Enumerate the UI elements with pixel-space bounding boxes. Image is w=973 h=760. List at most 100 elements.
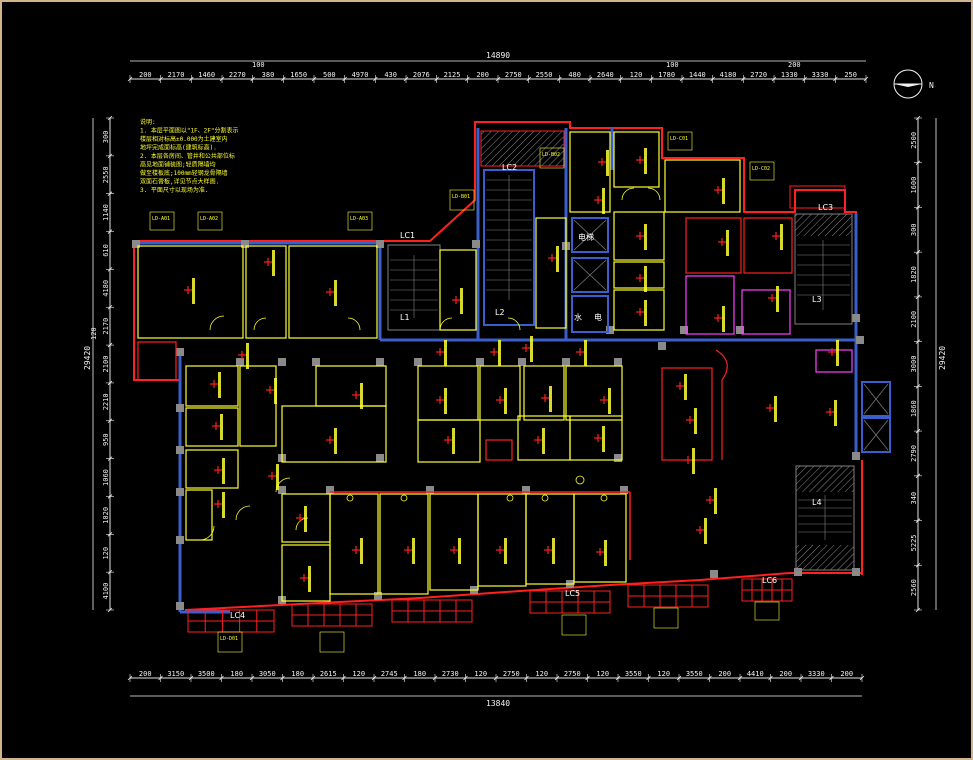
structural-walls [136,128,860,614]
tag-box: LD-A03 [347,211,373,231]
column [476,358,484,366]
room-marker-icon [490,340,501,366]
top-dimension: 1650 [290,71,307,79]
room-marker-icon [326,428,337,454]
room-marker-icon [826,400,837,426]
room-marker-icon [214,458,225,484]
room-marker-icon [706,488,717,514]
column [794,568,802,576]
bottom-dimension: 180 [291,670,304,678]
room-marker-icon [768,286,779,312]
water-label: 水 [574,312,582,322]
room-marker-icon [636,300,647,326]
stair-2-treads [390,255,438,318]
right-dimension: 2790 [910,445,918,462]
room-marker-icon [264,250,275,276]
room-marker-icon [352,538,363,564]
bottom-dimension: 3500 [198,670,215,678]
column [176,348,184,356]
top-dimension: 1460 [198,71,215,79]
right-dimension: 1820 [910,266,918,283]
bottom-dimension: 180 [230,670,243,678]
top-dimension: 250 [844,71,857,79]
north-compass-icon [893,69,923,99]
room-marker-icon [696,518,707,544]
overall-dimension-bottom: 13840 [486,699,510,708]
left-dimension: 2100 [102,356,110,373]
note-line: 说明: [140,118,156,126]
structural-columns [132,240,864,610]
tag-box [319,601,780,653]
stair-label-1: L1 [400,313,410,322]
top-dimension: 2640 [597,71,614,79]
bottom-dimension: 200 [840,670,853,678]
top-dimension: 500 [323,71,336,79]
column [614,358,622,366]
column [376,358,384,366]
dimension-chain-left: 3002550114061041802170210022109501060102… [102,115,114,613]
left-dimension: 120 [102,547,110,560]
bottom-dimension: 2750 [564,670,581,678]
column [176,488,184,496]
left-dimension: 610 [102,244,110,257]
room-tags: LD-A01 LD-A02 LD-A03 LD-B01 LD-B02 LD-C0… [149,131,780,653]
room-marker-icon [496,538,507,564]
left-dimension: 1140 [102,204,110,221]
room-marker-icon [326,280,337,306]
column [852,452,860,460]
note-line: 做至楼板底;100mm轻钢龙骨隔墙 [140,169,228,177]
note-line: 高见地面铺装图;轻质隔墙均 [140,161,216,169]
room-marker-icon [600,388,611,414]
tag-box: LD-D01 [217,631,243,653]
window-tags: LC1 LC2 LC3 LC4 LC5 LC6 [230,163,833,620]
stair-label-4: L4 [812,498,822,507]
column [278,358,286,366]
column [376,240,384,248]
note-line: 楼层相对标高±0.000为土建室内 [140,135,228,143]
left-dimension: 1020 [102,507,110,524]
stair-labels: L1 L2 L3 L4 [400,295,822,507]
floor-plan [132,121,891,633]
column [658,342,666,350]
right-dimension: 2500 [910,132,918,149]
top-dimension: 200 [476,71,489,79]
room-marker-icon [598,150,609,176]
room-marker-icon [686,408,697,434]
right-dimension: 1860 [910,400,918,417]
room-partitions-upper-middle [439,131,741,331]
room-marker-icon [450,538,461,564]
column [176,404,184,412]
power-label: 电 [594,312,602,322]
column [522,486,530,494]
window-tag-4: LC4 [230,611,245,620]
bottom-dimension: 2750 [503,670,520,678]
room-marker-icon [444,428,455,454]
svg-text:LD-D01: LD-D01 [220,636,238,642]
left-dimension: 2170 [102,318,110,335]
room-marker-icon [496,388,507,414]
column [132,240,140,248]
top-dimension: 120 [630,71,643,79]
right-dimension: 1600 [910,177,918,194]
room-markers [184,148,839,592]
room-marker-icon [300,566,311,592]
lift-labels: 电梯 水 电 [574,232,602,322]
canopy-top-right [789,185,846,209]
top-dimension: 2550 [536,71,553,79]
room-marker-icon [596,540,607,566]
room-marker-icon [238,343,249,369]
column [278,486,286,494]
room-marker-icon [544,538,555,564]
top-dimension: 200 [139,71,152,79]
room-marker-icon [436,388,447,414]
bottom-dimension: 3550 [686,670,703,678]
left-dimension: 1060 [102,469,110,486]
bottom-dimension: 3150 [167,670,184,678]
svg-text:LD-B01: LD-B01 [452,194,470,200]
ac-units [346,475,608,502]
left-dimension: 300 [102,131,110,144]
stair-label-2: L2 [495,308,505,317]
